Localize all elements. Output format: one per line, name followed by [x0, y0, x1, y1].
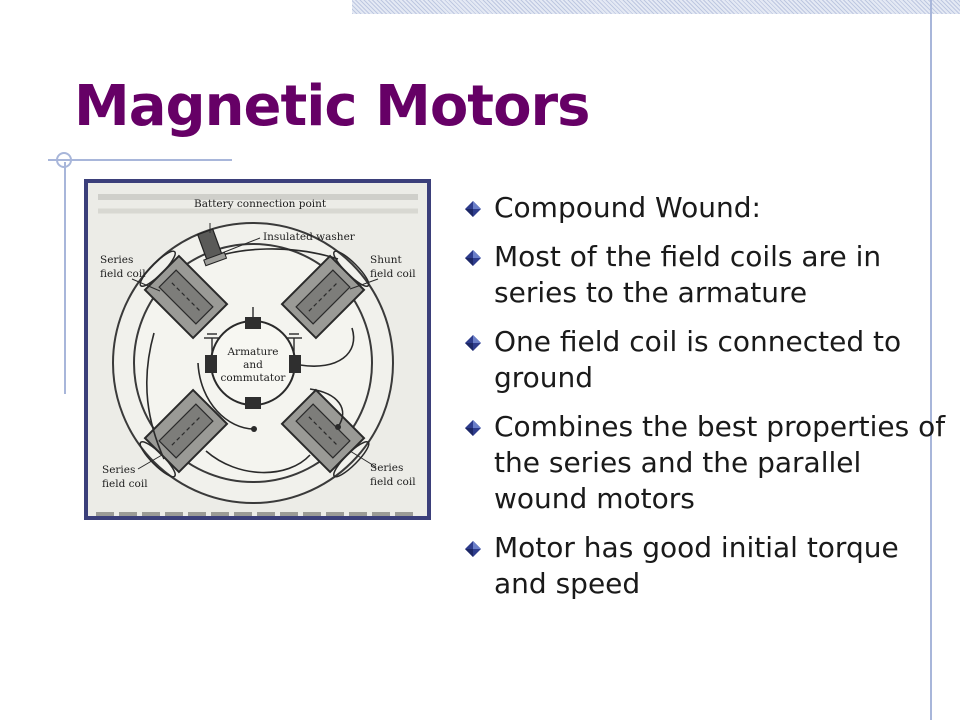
label-armature-3: commutator: [221, 372, 287, 384]
motor-diagram-figure: Battery connection point Insulated washe…: [84, 179, 431, 520]
frame-line-right: [930, 0, 932, 720]
label-series-coil-3: Series: [370, 462, 403, 474]
motor-diagram: Battery connection point Insulated washe…: [88, 183, 427, 516]
field-coil-top-right: [280, 250, 370, 340]
label-shunt-coil-b: field coil: [370, 268, 416, 280]
bullet-list: Compound Wound: Most of the field coils …: [464, 190, 954, 615]
bullet-text: Most of the field coils are in series to…: [494, 240, 882, 309]
label-series-coil-3b: field coil: [370, 476, 416, 488]
bullet-item: One field coil is connected to ground: [464, 324, 954, 396]
bullet-item: Compound Wound:: [464, 190, 954, 226]
slide-title: Magnetic Motors: [74, 74, 590, 139]
bullet-text: Combines the best properties of the seri…: [494, 410, 946, 515]
diamond-bullet-icon: [464, 419, 482, 437]
bullet-text: Compound Wound:: [494, 191, 761, 224]
armature-commutator: [204, 307, 302, 409]
label-series-coil-1: Series: [100, 254, 133, 266]
label-insulated-washer: Insulated washer: [263, 231, 356, 243]
label-series-coil-2b: field coil: [102, 478, 148, 490]
corner-circle-ornament: [56, 152, 72, 168]
label-series-coil-2: Series: [102, 464, 135, 476]
diamond-bullet-icon: [464, 249, 482, 267]
bullet-text: One field coil is connected to ground: [494, 325, 902, 394]
label-armature-2: and: [243, 359, 263, 371]
frame-line-left: [64, 162, 66, 394]
label-battery-connection: Battery connection point: [194, 198, 327, 210]
label-armature-1: Armature: [226, 346, 278, 358]
label-series-coil-1b: field coil: [100, 268, 146, 280]
diamond-bullet-icon: [464, 540, 482, 558]
battery-terminal: [196, 228, 228, 267]
field-coil-top-left: [139, 250, 229, 340]
title-underline: [48, 159, 232, 161]
label-shunt-coil: Shunt: [370, 254, 402, 266]
bullet-text: Motor has good initial torque and speed: [494, 531, 899, 600]
header-hatch-band: [352, 0, 960, 14]
field-coil-bottom-right: [280, 388, 370, 478]
bullet-item: Combines the best properties of the seri…: [464, 409, 954, 517]
diamond-bullet-icon: [464, 200, 482, 218]
bullet-item: Motor has good initial torque and speed: [464, 530, 954, 602]
bullet-item: Most of the field coils are in series to…: [464, 239, 954, 311]
diamond-bullet-icon: [464, 334, 482, 352]
